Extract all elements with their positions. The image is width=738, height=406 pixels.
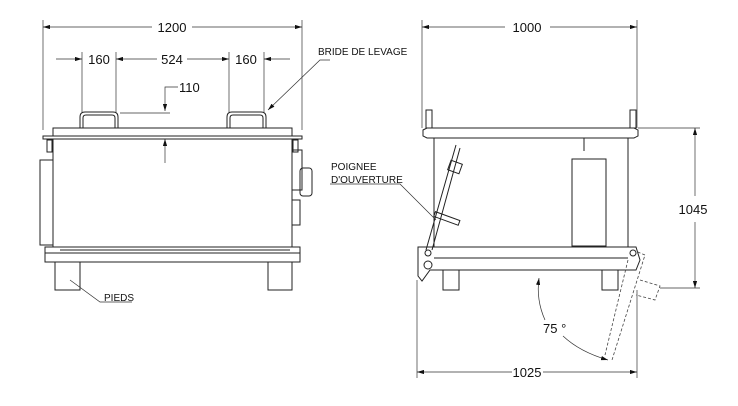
dimension-label: 1000 [513,20,542,35]
dimension-label: 75 ° [543,321,566,336]
label-text: D'OUVERTURE [331,175,403,186]
dimension-1200: 1200 [42,20,303,130]
dimension-1000: 1000 [421,20,638,128]
dimension-label: 1045 [679,202,708,217]
label-opening-handle: POIGNEE D'OUVERTURE [330,162,437,221]
dimension-1045: 1045 [638,127,708,289]
label-lifting-flange: BRIDE DE LEVAGE [267,47,408,111]
dimension-flanges: 160 524 160 [56,52,290,112]
dimension-angle-75: 75 ° [535,277,609,361]
label-text: PIEDS [104,293,134,304]
container-side [417,109,661,361]
dimension-110: 110 [120,80,200,163]
container-front [39,111,313,291]
side-view: 1000 1045 [330,20,707,380]
label-text: POIGNEE [331,162,377,173]
dimension-label: 1200 [158,20,187,35]
dimension-label: 110 [179,80,200,95]
dimension-1025: 1025 [416,280,638,380]
dimension-label: 160 [235,52,257,67]
label-feet: PIEDS [69,279,134,304]
label-text: BRIDE DE LEVAGE [318,47,408,58]
dimension-label: 1025 [513,365,542,380]
front-view: 1200 160 524 160 110 [39,20,408,304]
dimension-label: 524 [161,52,183,67]
dimension-label: 160 [88,52,110,67]
